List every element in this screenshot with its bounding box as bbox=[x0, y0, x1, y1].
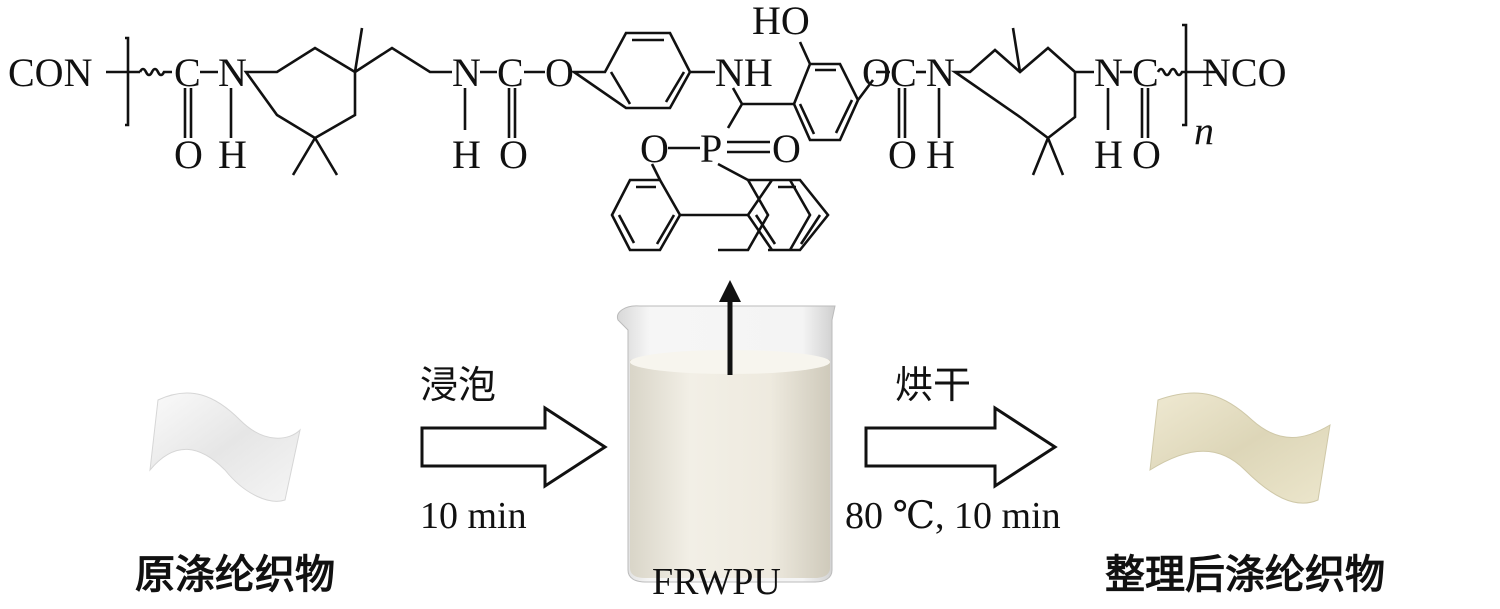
repeat-subscript: n bbox=[1194, 108, 1214, 153]
arrow-up bbox=[719, 280, 741, 375]
bond bbox=[291, 27, 452, 176]
atom-c: C bbox=[497, 50, 524, 95]
atom-c: C bbox=[890, 50, 917, 95]
atom-o: O bbox=[888, 132, 917, 177]
benzene-ring bbox=[569, 31, 715, 110]
atom-h: H bbox=[452, 132, 481, 177]
atom-o: O bbox=[1132, 132, 1161, 177]
arrow-soak bbox=[420, 405, 608, 489]
bond bbox=[897, 88, 941, 138]
right-bracket bbox=[1182, 23, 1188, 127]
atom-n: N bbox=[218, 50, 247, 95]
bond bbox=[183, 88, 233, 138]
arrow-dry bbox=[864, 405, 1058, 489]
atom-o: O bbox=[499, 132, 528, 177]
end-group-right: NCO bbox=[1202, 50, 1286, 95]
emulsion bbox=[630, 352, 830, 578]
bond bbox=[727, 140, 770, 154]
biphenyl-ring-left bbox=[610, 178, 682, 252]
atom-n: N bbox=[452, 50, 481, 95]
atom-n: N bbox=[926, 50, 955, 95]
cyclohexane-ring bbox=[950, 27, 1094, 176]
atom-p: P bbox=[700, 126, 722, 171]
atom-o: O bbox=[772, 126, 801, 171]
end-group-left: CON bbox=[8, 50, 92, 95]
step2-conditions: 80 ℃, 10 min bbox=[845, 495, 1061, 537]
original-fabric bbox=[149, 392, 301, 502]
left-bracket bbox=[125, 36, 130, 127]
cyclohexane-ring bbox=[243, 46, 357, 140]
bond bbox=[726, 87, 794, 129]
caption-frwpu: FRWPU bbox=[652, 561, 781, 603]
atom-ho: HO bbox=[752, 0, 810, 43]
bond bbox=[650, 162, 749, 182]
atom-nh: NH bbox=[715, 50, 773, 95]
step1-time: 10 min bbox=[420, 495, 527, 537]
atom-o: O bbox=[640, 126, 669, 171]
wavy-bond bbox=[138, 67, 172, 77]
atom-o: O bbox=[545, 50, 574, 95]
step1-label: 浸泡 bbox=[420, 363, 496, 407]
atom-c: C bbox=[174, 50, 201, 95]
biphenyl-ring-right bbox=[718, 178, 830, 252]
bond bbox=[1106, 88, 1150, 138]
treated-fabric bbox=[1149, 392, 1331, 504]
step2-label: 烘干 bbox=[895, 363, 971, 407]
atom-h: H bbox=[218, 132, 247, 177]
polymer-structure: CON C N O H N C O H O NH HO O O P O bbox=[8, 0, 1286, 252]
beaker bbox=[616, 305, 836, 583]
bond bbox=[463, 88, 517, 138]
caption-treated-fabric: 整理后涤纶织物 bbox=[1105, 552, 1385, 598]
atom-c: C bbox=[1132, 50, 1159, 95]
atom-h: H bbox=[926, 132, 955, 177]
atom-o: O bbox=[174, 132, 203, 177]
benzene-ring bbox=[792, 41, 875, 142]
wavy-bond bbox=[1156, 67, 1218, 77]
atom-n: N bbox=[1094, 50, 1123, 95]
caption-original-fabric: 原涤纶织物 bbox=[135, 552, 335, 598]
atom-h: H bbox=[1094, 132, 1123, 177]
